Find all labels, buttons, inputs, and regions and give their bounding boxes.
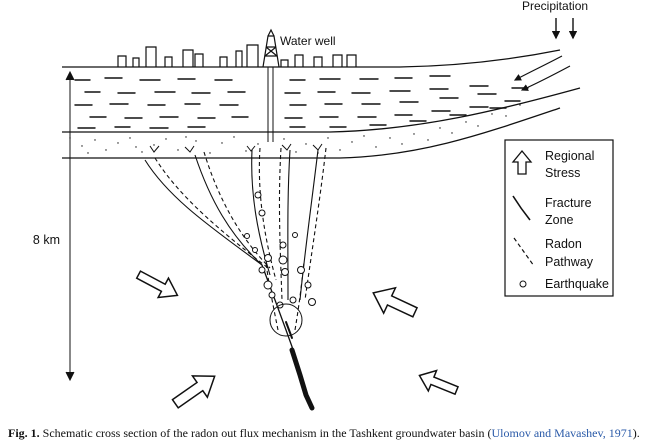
well-pipe	[267, 67, 274, 142]
legend-regional-stress-icon	[511, 149, 533, 175]
caption-text: Schematic cross section of the radon out…	[39, 426, 492, 440]
legend-radon-pathway-icon	[513, 237, 535, 267]
water-well-derrick-icon	[262, 28, 280, 68]
legend-regional-stress-line1: Regional	[545, 149, 594, 163]
aquifer-base-line	[62, 87, 581, 133]
figure-caption: Fig. 1. Schematic cross section of the r…	[8, 426, 658, 441]
regional-stress-arrows	[135, 270, 460, 409]
depth-scale	[65, 70, 75, 382]
pathway-arrowheads	[149, 143, 323, 153]
legend-fracture-zone-line2: Zone	[545, 213, 574, 227]
stress-arrow-lower-right	[418, 369, 460, 396]
caption-citation-link[interactable]: Ulomov and Mavashev, 1971	[491, 426, 633, 440]
stress-arrow-lower-left	[171, 375, 216, 409]
city-skyline	[117, 44, 357, 67]
precipitation-label: Precipitation	[522, 0, 588, 13]
legend-regional-stress-line2: Stress	[545, 166, 580, 180]
caption-figure-number: Fig. 1.	[8, 426, 40, 440]
legend-fracture-zone-icon	[512, 195, 531, 221]
legend-radon-pathway-line2: Pathway	[545, 255, 594, 269]
stress-arrow-right	[372, 286, 419, 318]
earthquake-markers	[244, 191, 316, 337]
ground-surface-line	[62, 49, 561, 68]
recharge-inflow-arrows	[513, 55, 571, 91]
legend-fracture-zone-line1: Fracture	[545, 196, 592, 210]
legend-earthquake-label: Earthquake	[545, 277, 609, 291]
radon-pathways	[154, 147, 327, 331]
groundwater-dashes	[74, 75, 529, 129]
precipitation-arrows	[551, 18, 578, 40]
caption-end: ).	[632, 426, 640, 440]
depth-label: 8 km	[33, 233, 60, 247]
legend-earthquake-icon	[519, 280, 527, 288]
fracture-branches	[144, 149, 319, 301]
legend: Regional Stress Fracture Zone Radon Path…	[504, 139, 614, 297]
sand-layer-base-line	[62, 107, 561, 159]
water-well-label: Water well	[280, 34, 336, 48]
sand-layer-dots	[69, 104, 521, 154]
legend-radon-pathway-line1: Radon	[545, 237, 582, 251]
stress-arrow-upper-left	[135, 270, 179, 299]
